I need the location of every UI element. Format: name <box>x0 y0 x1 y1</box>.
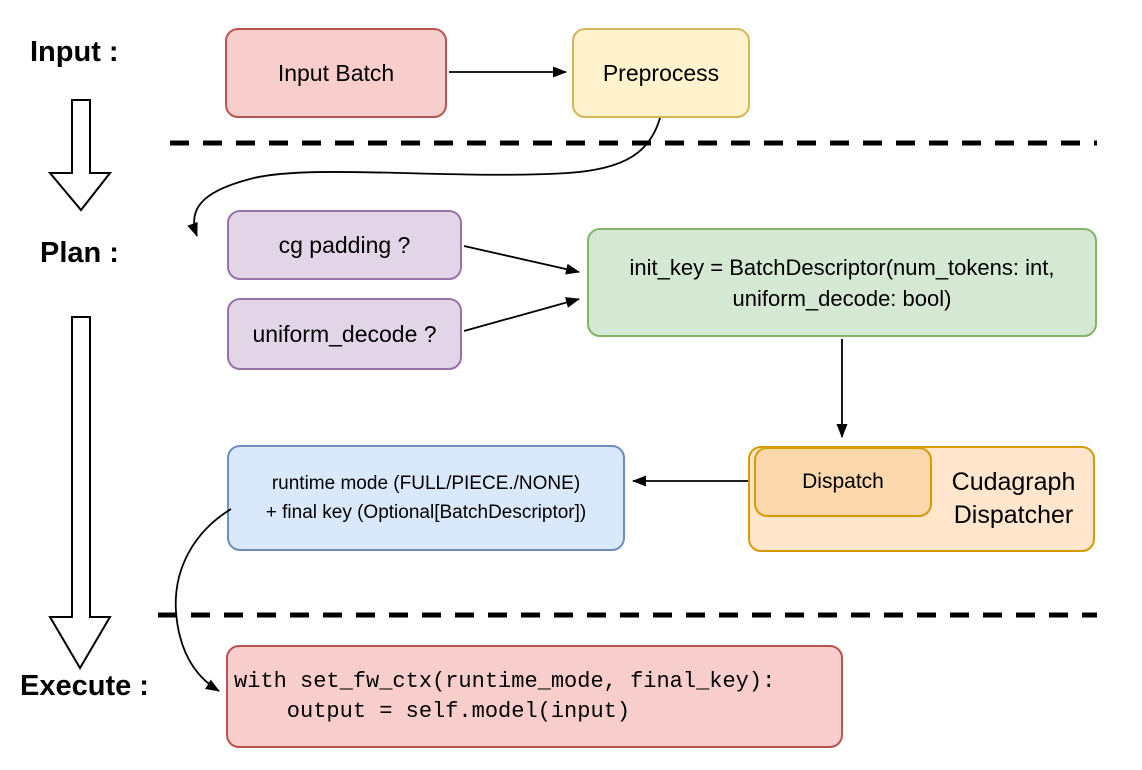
stage-label-execute: Execute : <box>20 670 149 702</box>
stage-label-input: Input : <box>30 36 119 68</box>
node-init-key: init_key = BatchDescriptor(num_tokens: i… <box>587 228 1097 337</box>
block-arrow-input-to-plan-icon <box>47 99 113 212</box>
node-cudagraph-dispatcher-line2: Dispatcher <box>953 501 1074 529</box>
node-execute-code-line1: with set_fw_ctx(runtime_mode, final_key)… <box>234 668 776 694</box>
node-execute-code: with set_fw_ctx(runtime_mode, final_key)… <box>226 645 843 748</box>
node-uniform-decode: uniform_decode ? <box>227 298 462 370</box>
block-arrow-plan-to-execute-icon <box>48 316 112 670</box>
node-runtime-mode-line1: runtime mode (FULL/PIECE./NONE) <box>271 473 581 494</box>
node-cg-padding: cg padding ? <box>227 210 462 280</box>
node-cg-padding-label: cg padding ? <box>278 231 411 258</box>
node-dispatch: Dispatch <box>754 447 932 517</box>
node-uniform-decode-label: uniform_decode ? <box>252 320 437 347</box>
arrow-runtime-mode-to-execute-code <box>174 508 232 692</box>
node-cudagraph-dispatcher-line1: Cudagraph <box>951 468 1076 496</box>
node-execute-code-line2: output = self.model(input) <box>234 698 631 724</box>
node-init-key-line2: uniform_decode: bool) <box>732 285 952 311</box>
arrow-uniform-decode-to-init-key <box>463 297 580 332</box>
node-runtime-mode-line2: + final key (Optional[BatchDescriptor]) <box>265 502 587 523</box>
node-input-batch-label: Input Batch <box>277 59 395 86</box>
stage-label-plan: Plan : <box>40 237 119 269</box>
node-preprocess: Preprocess <box>572 28 750 118</box>
node-preprocess-label: Preprocess <box>602 59 720 86</box>
arrow-cg-padding-to-init-key <box>463 245 580 275</box>
node-runtime-mode: runtime mode (FULL/PIECE./NONE) + final … <box>227 445 625 551</box>
node-init-key-line1: init_key = BatchDescriptor(num_tokens: i… <box>629 254 1055 280</box>
node-input-batch: Input Batch <box>225 28 447 118</box>
node-dispatch-label: Dispatch <box>802 470 884 494</box>
